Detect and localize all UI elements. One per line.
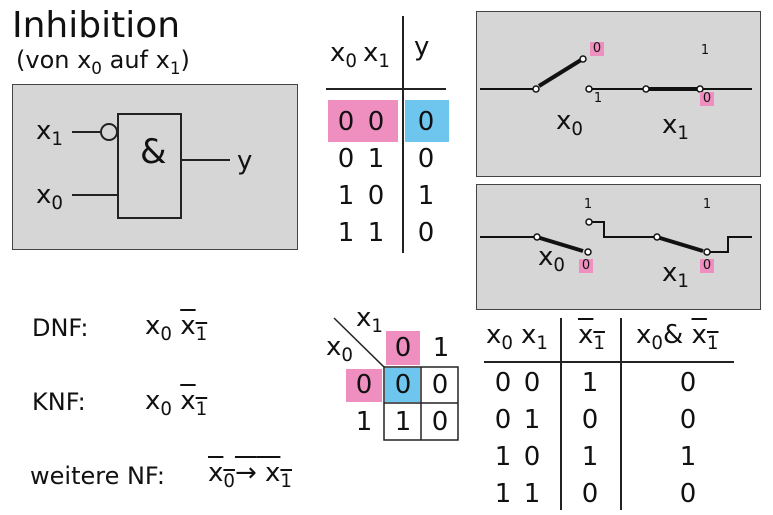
kmap-cell: 0 bbox=[431, 370, 449, 400]
switch2-value-a: 1 bbox=[583, 197, 593, 212]
gate-output-label: y bbox=[237, 146, 253, 176]
switch1-value-b: 1 bbox=[593, 91, 603, 106]
kmap-row-header: 0 bbox=[355, 370, 373, 400]
kmap-row-header: 1 bbox=[355, 407, 373, 437]
table-cell: 0 bbox=[367, 181, 385, 211]
switch-panel-2 bbox=[476, 184, 761, 310]
more-nf-label: weitere NF: bbox=[30, 462, 165, 490]
table-cell: 0 bbox=[417, 107, 435, 137]
table-cell: 0 bbox=[337, 107, 355, 137]
table-cell: 0 bbox=[523, 368, 541, 398]
kmap-col-header: 1 bbox=[432, 333, 450, 363]
switch2-value-d: 0 bbox=[700, 259, 714, 273]
kmap-cell: 0 bbox=[394, 370, 412, 400]
switch1-x1-label: x1 bbox=[662, 110, 689, 145]
table-cell: 1 bbox=[523, 405, 541, 435]
dnf-expression: x0 x1 bbox=[145, 311, 208, 346]
kmap-x1-label: x1 bbox=[356, 303, 383, 338]
table-cell: 0 bbox=[679, 479, 697, 509]
table-cell: 0 bbox=[367, 107, 385, 137]
table-cell: 0 bbox=[494, 368, 512, 398]
table-cell: 1 bbox=[523, 479, 541, 509]
table-cell: 0 bbox=[417, 218, 435, 248]
kmap-cell-highlight bbox=[385, 368, 420, 402]
bottom-table-header-x0: x0 bbox=[486, 320, 513, 355]
table-cell: 1 bbox=[417, 181, 435, 211]
table-cell: 0 bbox=[581, 405, 599, 435]
table-cell: 0 bbox=[679, 405, 697, 435]
kmap-cell: 0 bbox=[431, 407, 449, 437]
top-table-header-y: y bbox=[414, 32, 430, 62]
table-cell: 1 bbox=[367, 144, 385, 174]
switch2-value-b: 0 bbox=[579, 259, 593, 273]
kmap-col-highlight bbox=[386, 331, 420, 365]
more-nf-expression: x0→ x1 bbox=[208, 458, 292, 493]
table-cell: 0 bbox=[494, 405, 512, 435]
table-cell: 1 bbox=[367, 218, 385, 248]
table-cell: 0 bbox=[581, 479, 599, 509]
kmap-x0-label: x0 bbox=[326, 332, 353, 367]
switch2-x1-label: x1 bbox=[662, 258, 689, 293]
knf-label: KNF: bbox=[32, 388, 86, 416]
table-cell: 1 bbox=[581, 368, 599, 398]
gate-input-bottom-label: x0 bbox=[36, 180, 63, 215]
gate-input-top-label: x1 bbox=[36, 116, 63, 151]
table-cell: 1 bbox=[679, 442, 697, 472]
switch1-value-a: 0 bbox=[590, 42, 604, 56]
kmap-col-header: 0 bbox=[394, 333, 412, 363]
bottom-table-header-not-x1: x1 bbox=[578, 320, 605, 355]
inversion-bubble bbox=[100, 123, 118, 141]
bottom-table-header-x1: x1 bbox=[521, 320, 548, 355]
gate-symbol: & bbox=[140, 132, 167, 172]
page-subtitle: (von x0 auf x1) bbox=[16, 46, 190, 78]
table-cell: 0 bbox=[679, 368, 697, 398]
and-gate-box bbox=[117, 113, 182, 219]
table-cell: 1 bbox=[337, 181, 355, 211]
knf-expression: x0 x1 bbox=[145, 386, 208, 421]
top-table-header-x1: x1 bbox=[363, 38, 390, 73]
top-table-highlight-output bbox=[405, 100, 449, 142]
table-cell: 0 bbox=[337, 144, 355, 174]
table-cell: 0 bbox=[417, 144, 435, 174]
bottom-table-header-and: x0& x1 bbox=[636, 320, 719, 355]
dnf-label: DNF: bbox=[32, 314, 89, 342]
switch2-value-c: 1 bbox=[702, 197, 712, 212]
table-cell: 1 bbox=[494, 442, 512, 472]
kmap-row-highlight bbox=[346, 369, 382, 402]
table-cell: 1 bbox=[494, 479, 512, 509]
table-cell: 1 bbox=[337, 218, 355, 248]
table-cell: 1 bbox=[581, 442, 599, 472]
gate-panel bbox=[12, 84, 298, 250]
switch2-x0-label: x0 bbox=[538, 242, 565, 277]
switch1-value-d: 0 bbox=[700, 92, 714, 106]
switch1-value-c: 1 bbox=[700, 43, 710, 58]
top-table-header-x0: x0 bbox=[330, 38, 357, 73]
table-cell: 0 bbox=[523, 442, 541, 472]
top-table-highlight-input bbox=[328, 100, 398, 142]
switch1-x0-label: x0 bbox=[556, 106, 583, 141]
kmap-cell: 1 bbox=[394, 407, 412, 437]
page-title: Inhibition bbox=[12, 5, 181, 46]
